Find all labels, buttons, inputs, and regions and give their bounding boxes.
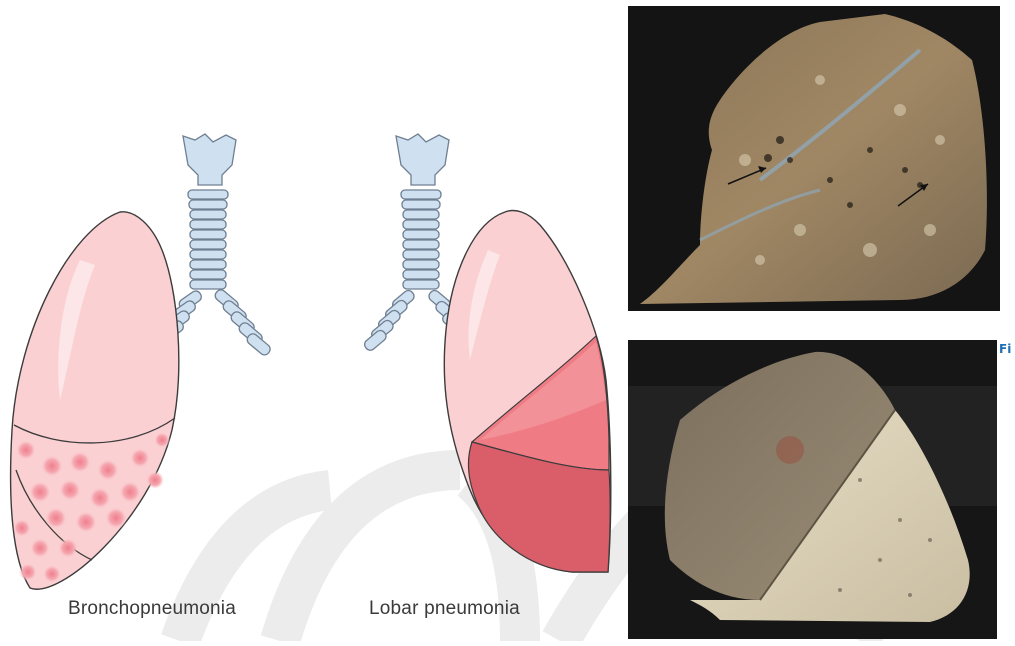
bronchopneumonia-caption: Bronchopneumonia — [68, 598, 236, 620]
lobar-pneumonia-caption: Lobar pneumonia — [369, 598, 520, 620]
photo-top — [628, 6, 1000, 311]
figure-label-fragment: Fi — [999, 342, 1011, 356]
left-lung — [11, 212, 179, 589]
lobar-pneumonia-diagram — [363, 134, 611, 572]
photo-bottom — [628, 340, 997, 639]
